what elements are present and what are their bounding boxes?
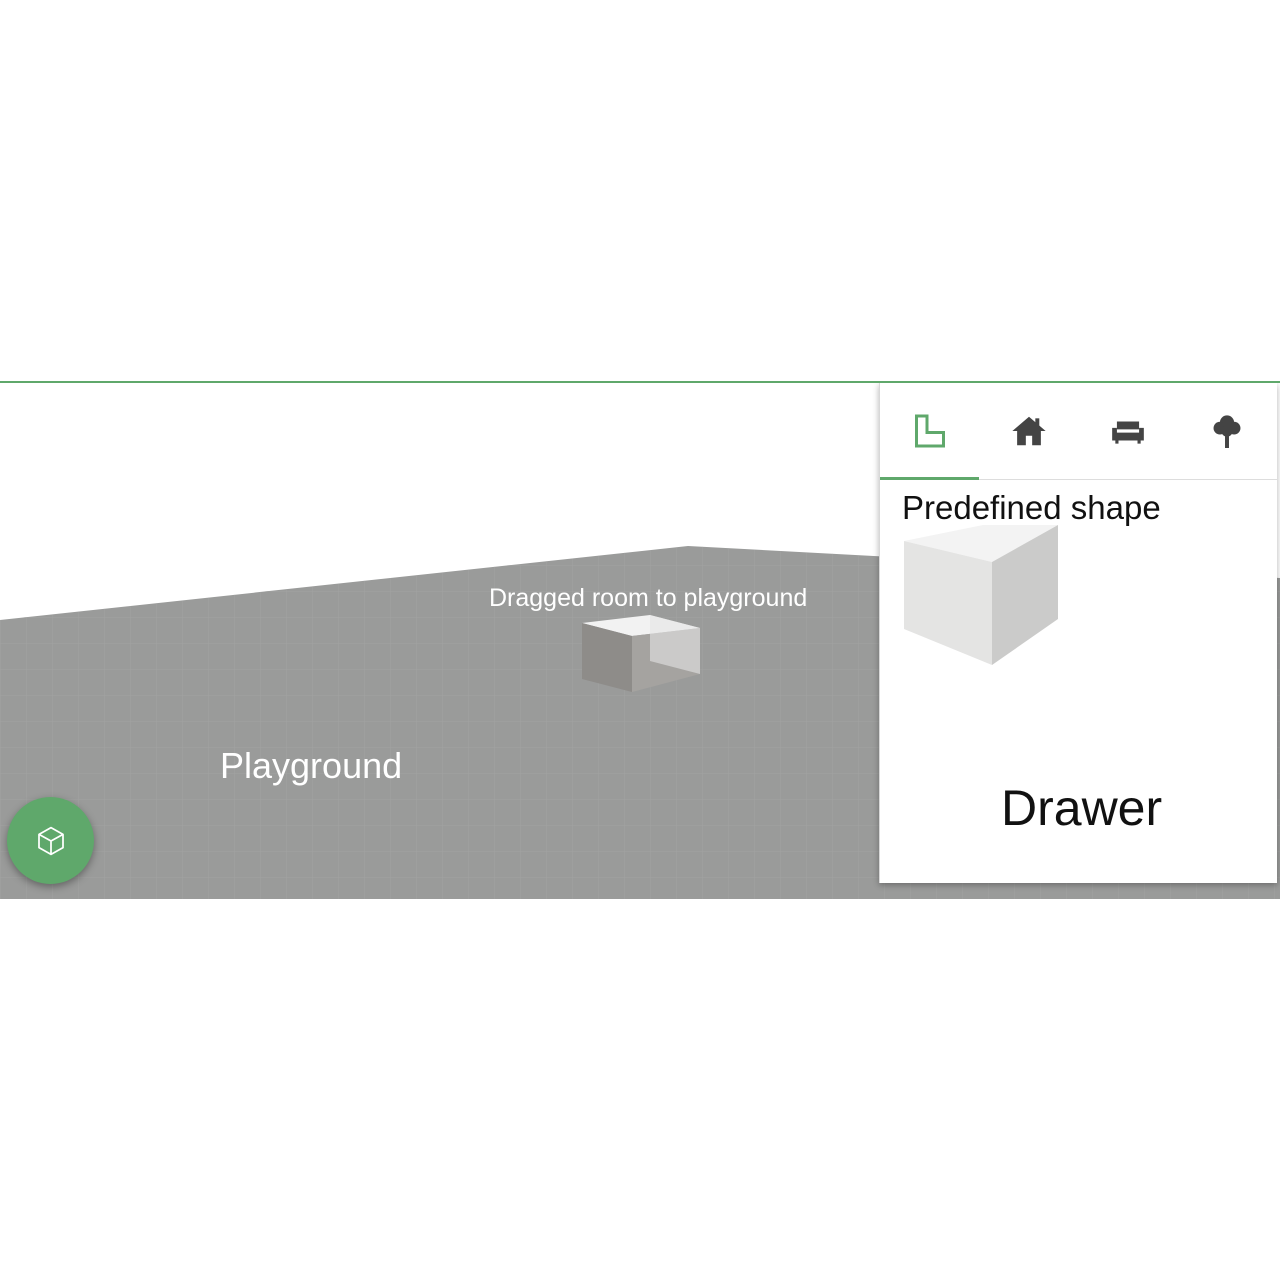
- tab-furniture[interactable]: [1078, 383, 1177, 479]
- tab-home[interactable]: [979, 383, 1078, 479]
- dragged-room-annotation: Dragged room to playground: [489, 584, 808, 612]
- drawer-label: Drawer: [1001, 780, 1163, 836]
- placed-room[interactable]: [582, 615, 700, 692]
- drawer-panel: Predefined shape Drawer: [879, 383, 1277, 883]
- view-3d-button[interactable]: [7, 797, 94, 884]
- active-tab-indicator: [880, 477, 979, 480]
- canvas-viewport[interactable]: Dragged room to playground Playground: [0, 381, 1280, 899]
- cube-shape: [904, 525, 1058, 665]
- tab-outdoor[interactable]: [1177, 383, 1276, 479]
- sofa-icon: [1111, 421, 1144, 444]
- room-shape-icon: [914, 414, 945, 448]
- drawer-tabs: [880, 383, 1277, 480]
- playground-annotation: Playground: [220, 745, 403, 786]
- tree-icon: [1213, 415, 1240, 448]
- cube-icon: [37, 826, 64, 855]
- predefined-shape-item[interactable]: [900, 523, 1060, 668]
- tab-room-shapes[interactable]: [880, 383, 979, 480]
- predefined-shape-title: Predefined shape: [902, 489, 1161, 526]
- home-icon: [1011, 416, 1046, 446]
